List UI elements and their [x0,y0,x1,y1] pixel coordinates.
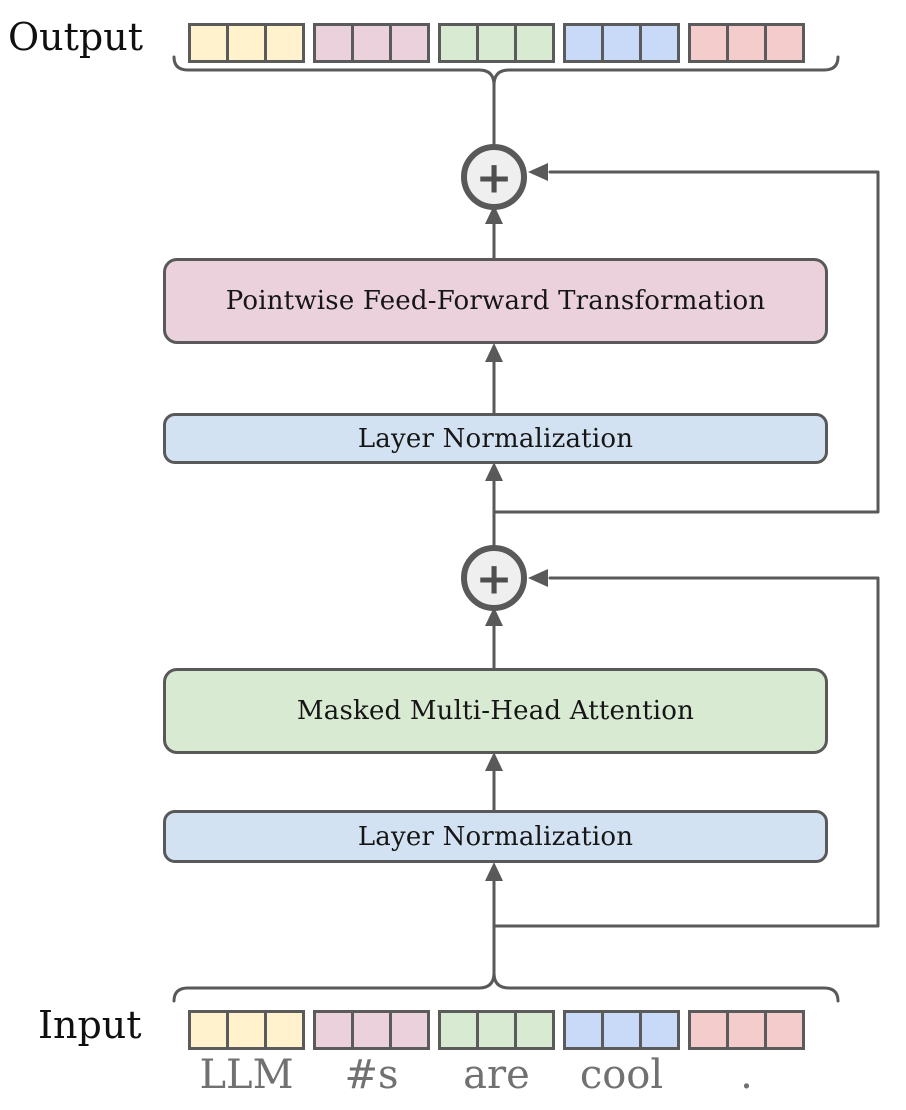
embedding-cell [601,26,639,60]
embedding-token-group [313,23,430,63]
embedding-token-group [188,1010,305,1050]
input-embedding-row [188,1010,805,1050]
output-label: Output [8,15,143,59]
output-brace-icon [172,55,840,114]
add-node-bottom: + [461,545,527,611]
arrow-up-add2-to-ln1 [485,462,503,550]
embedding-cell [351,26,389,60]
embedding-cell [226,1013,264,1047]
embedding-cell [264,1013,302,1047]
embedding-token-group [688,23,805,63]
embedding-cell [639,1013,677,1047]
embedding-cell [691,26,726,60]
block-masked-attention: Masked Multi-Head Attention [163,668,828,754]
output-embedding-row [188,23,805,63]
embedding-token-group [563,1010,680,1050]
input-token-word: are [463,1052,530,1098]
input-token-word: . [740,1052,753,1098]
block-label: Masked Multi-Head Attention [296,696,695,726]
embedding-cell [566,26,601,60]
embedding-cell [226,26,264,60]
embedding-cell [389,1013,427,1047]
embedding-cell [476,26,514,60]
residual-connection-bottom [492,569,880,928]
embedding-cell [514,1013,552,1047]
input-label: Input [38,1003,142,1047]
input-brace-icon [172,971,840,1003]
embedding-cell [351,1013,389,1047]
arrow-up-ln-to-ffn [485,343,503,415]
arrow-up-ln2-to-mha [485,752,503,812]
embedding-token-group [438,1010,555,1050]
input-token-word: #s [344,1052,399,1098]
arrow-up-mha-to-add [485,607,503,670]
embedding-cell [691,1013,726,1047]
residual-connection-top [492,163,880,514]
block-label: Pointwise Feed-Forward Transformation [225,286,766,316]
embedding-cell [441,26,476,60]
embedding-cell [191,1013,226,1047]
embedding-token-group [438,23,555,63]
arrow-up-ffn-to-add [485,205,503,260]
block-feed-forward: Pointwise Feed-Forward Transformation [163,258,828,344]
arrow-up-input-to-ln2 [485,862,503,928]
plus-circle-icon [461,545,527,611]
embedding-cell [601,1013,639,1047]
embedding-cell [764,1013,802,1047]
plus-symbol: + [476,554,513,605]
plus-symbol: + [476,153,513,204]
embedding-cell [264,26,302,60]
embedding-cell [726,26,764,60]
embedding-cell [476,1013,514,1047]
embedding-cell [726,1013,764,1047]
embedding-cell [566,1013,601,1047]
input-token-word: LLM [199,1052,294,1098]
block-label: Layer Normalization [357,821,634,852]
add-node-top: + [461,144,527,210]
embedding-cell [639,26,677,60]
input-token-words: LLM #s are cool. [188,1053,805,1097]
embedding-cell [514,26,552,60]
embedding-token-group [563,23,680,63]
block-label: Layer Normalization [357,423,634,454]
embedding-cell [764,26,802,60]
embedding-token-group [313,1010,430,1050]
embedding-cell [316,26,351,60]
input-token-word: cool [579,1052,664,1098]
embedding-token-group [688,1010,805,1050]
block-layer-norm-bottom: Layer Normalization [163,810,828,863]
embedding-cell [389,26,427,60]
block-layer-norm-top: Layer Normalization [163,413,828,464]
embedding-cell [191,26,226,60]
embedding-cell [316,1013,351,1047]
plus-circle-icon [461,144,527,210]
embedding-token-group [188,23,305,63]
embedding-cell [441,1013,476,1047]
